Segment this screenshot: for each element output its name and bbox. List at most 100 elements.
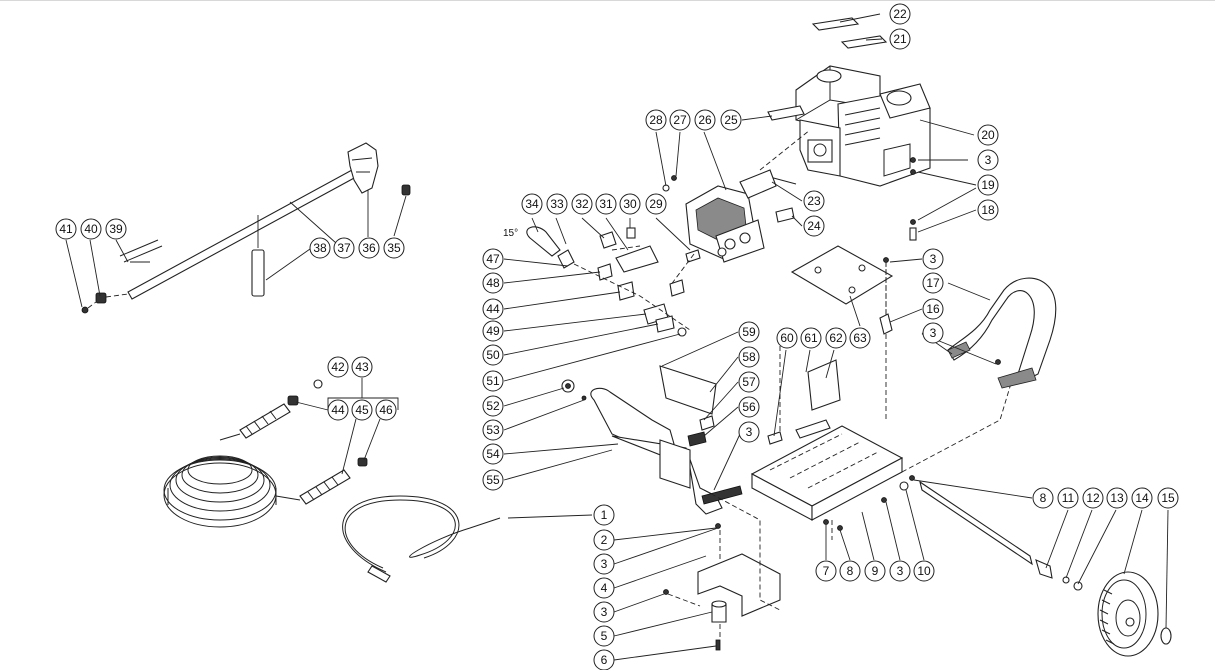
nozzle-extension [251,249,265,297]
callout-5: 5 [593,625,615,647]
callout-62: 62 [825,327,847,349]
callout-46: 46 [375,399,397,421]
svg-text:63: 63 [853,331,867,345]
svg-text:21: 21 [893,32,907,46]
callout-35: 35 [383,237,405,259]
tip-coupler [95,292,107,304]
high-pressure-hose [163,378,399,528]
svg-text:62: 62 [829,331,843,345]
callout-10: 10 [913,560,935,582]
svg-text:53: 53 [486,423,500,437]
svg-text:23: 23 [807,194,821,208]
callout-7: 7 [815,560,837,582]
svg-text:50: 50 [486,348,500,362]
svg-text:3: 3 [601,557,608,571]
wheel-tire [1097,571,1159,657]
chemical-panel [659,365,717,415]
callout-3e: 3 [922,322,944,344]
callout-60: 60 [776,327,798,349]
callout-20: 20 [977,124,999,146]
svg-text:20: 20 [981,128,995,142]
callout-28: 28 [645,109,667,131]
callout-bubbles: 1 2 3 4 3 5 6 7 8 9 3 10 8 11 12 13 14 1… [55,3,1179,670]
svg-text:18: 18 [981,203,995,217]
unloader-valve [615,245,659,273]
svg-text:12: 12 [1086,491,1100,505]
svg-text:32: 32 [575,197,589,211]
svg-text:59: 59 [742,325,756,339]
callout-49: 49 [482,320,504,342]
svg-text:42: 42 [331,360,345,374]
callout-25: 25 [720,109,742,131]
svg-text:35: 35 [387,241,401,255]
svg-text:14: 14 [1135,491,1149,505]
callout-63: 63 [849,327,871,349]
wheel-assembly [919,480,1172,657]
suction-hose-end [367,565,391,583]
engine-assembly [765,17,931,241]
spray-gun-body [347,142,379,194]
hose-coupler-lower [299,469,351,505]
svg-text:1: 1 [601,508,608,522]
svg-text:11: 11 [1062,491,1075,505]
callout-14: 14 [1131,487,1153,509]
svg-text:3: 3 [746,425,753,439]
svg-text:39: 39 [109,222,123,236]
callout-3c: 3 [889,560,911,582]
svg-text:58: 58 [742,350,756,364]
svg-text:17: 17 [926,276,940,290]
callout-27: 27 [669,109,691,131]
callout-50: 50 [482,344,504,366]
callout-2: 2 [593,529,615,551]
callout-11: 11 [1057,487,1079,509]
callout-59: 59 [738,321,760,343]
svg-text:60: 60 [780,331,794,345]
svg-text:46: 46 [379,403,393,417]
decal-21 [840,35,888,49]
callout-3b: 3 [593,601,615,623]
swivel-elbow [526,226,561,257]
handle-knob [879,313,893,335]
svg-text:22: 22 [893,7,907,21]
callout-17: 17 [922,272,944,294]
svg-text:34: 34 [525,197,539,211]
callout-38: 38 [309,237,331,259]
callout-39: 39 [105,218,127,240]
svg-text:38: 38 [313,241,327,255]
push-handle [879,277,1057,389]
engine-mount-bracket [697,553,781,617]
belt-guard-bracket [807,359,841,411]
callout-12: 12 [1082,487,1104,509]
svg-text:8: 8 [847,564,854,578]
svg-text:40: 40 [84,222,98,236]
svg-text:36: 36 [362,241,376,255]
callout-1: 1 [593,504,615,526]
callout-19: 19 [977,174,999,196]
callout-21: 21 [889,28,911,50]
svg-text:51: 51 [486,374,500,388]
svg-text:47: 47 [486,252,500,266]
svg-text:41: 41 [59,222,73,236]
svg-text:13: 13 [1110,491,1124,505]
svg-text:26: 26 [698,113,712,127]
svg-text:45: 45 [355,403,369,417]
svg-text:3: 3 [601,605,608,619]
svg-text:3: 3 [930,326,937,340]
svg-text:2: 2 [601,533,608,547]
callout-3g: 3 [738,421,760,443]
callout-3d: 3 [922,248,944,270]
svg-text:54: 54 [486,447,500,461]
callout-3a: 3 [593,553,615,575]
left-frame-tube [561,365,743,515]
callout-56: 56 [738,396,760,418]
nozzle-tip [81,306,89,314]
svg-text:31: 31 [599,197,613,211]
callout-16: 16 [922,298,944,320]
svg-text:27: 27 [673,113,687,127]
svg-text:44: 44 [486,302,500,316]
decal-25 [767,105,805,121]
svg-text:57: 57 [742,375,756,389]
callout-55: 55 [482,469,504,491]
top-border [0,0,1215,1]
leader-lines [65,13,1169,661]
